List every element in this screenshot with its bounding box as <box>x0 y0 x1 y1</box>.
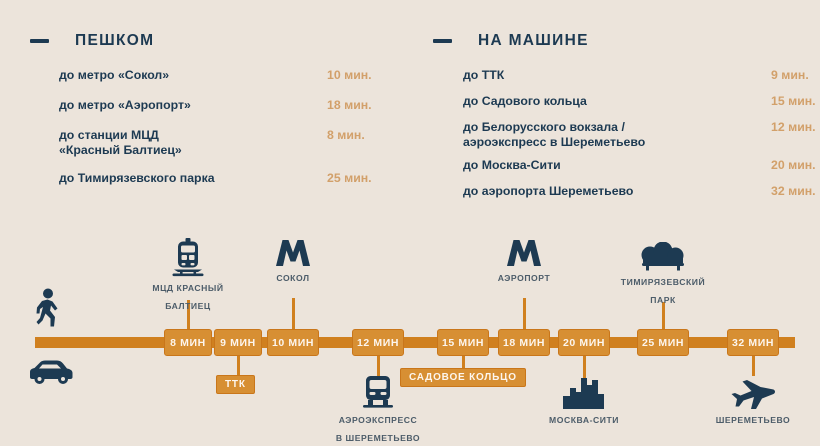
time-chip: 25 МИН <box>637 329 689 356</box>
car-destination-label: до Белорусского вокзала / аэроэкспресс в… <box>463 120 646 149</box>
panel-walking-header: ПЕШКОМ <box>30 30 420 52</box>
pedestrian-icon <box>32 288 66 328</box>
aeroexpress-icon <box>323 374 433 410</box>
timeline: 8 МИН 9 МИН 10 МИН 12 МИН 15 МИН 18 МИН … <box>0 230 820 443</box>
time-chip: 32 МИН <box>727 329 779 356</box>
station-stem <box>187 300 190 332</box>
panel-walking: ПЕШКОМ до метро «Сокол» 10 мин. до метро… <box>30 30 420 201</box>
car-destination-label: до Москва-Сити <box>463 158 561 172</box>
dash-icon <box>30 39 49 43</box>
walk-destination-label: до метро «Сокол» <box>59 68 170 82</box>
station-moskva-city: МОСКВА-СИТИ <box>534 376 634 428</box>
station-mcd-krasny-baltiets: МЦД КРАСНЫЙ БАЛТИЕЦ <box>133 238 243 314</box>
station-stem <box>752 354 755 376</box>
car-duration-value: 12 мин. <box>771 120 816 134</box>
car-destination-label: до Садового кольца <box>463 94 587 108</box>
station-sheremetyevo-airport: ШЕРЕМЕТЬЕВО <box>703 376 803 428</box>
station-label: АЭРОПОРТ <box>497 273 551 283</box>
station-stem <box>662 302 665 332</box>
car-icon <box>26 358 76 386</box>
station-stem <box>292 298 295 332</box>
walk-duration-value: 25 мин. <box>327 171 372 185</box>
station-label: СОКОЛ <box>276 273 310 283</box>
time-chip: 10 МИН <box>267 329 319 356</box>
tag-ttk: ТТК <box>216 375 255 394</box>
dash-icon <box>433 39 452 43</box>
airplane-icon <box>703 376 803 410</box>
walk-duration-value: 18 мин. <box>327 98 372 112</box>
metro-m-icon <box>248 238 338 268</box>
panel-car-title: НА МАШИНЕ <box>478 32 589 49</box>
time-chip: 12 МИН <box>352 329 404 356</box>
station-label: МЦД КРАСНЫЙ БАЛТИЕЦ <box>152 283 224 311</box>
car-duration-value: 9 мин. <box>771 68 809 82</box>
car-duration-value: 15 мин. <box>771 94 816 108</box>
list-item: до метро «Сокол» 10 мин. <box>59 68 420 92</box>
car-duration-value: 20 мин. <box>771 158 816 172</box>
station-stem <box>237 354 240 376</box>
station-stem <box>523 298 526 332</box>
station-timiryazevsky-park: ТИМИРЯЗЕВСКИЙ ПАРК <box>608 242 718 308</box>
panel-car-rows: до ТТК 9 мин. до Садового кольца 15 мин.… <box>433 68 816 204</box>
station-sokol: СОКОЛ <box>248 238 338 286</box>
train-icon <box>133 238 243 278</box>
station-stem <box>583 354 586 378</box>
metro-m-icon <box>479 238 569 268</box>
timeline-bar <box>35 337 795 348</box>
list-item: до Москва-Сити 20 мин. <box>463 158 816 178</box>
info-panels: ПЕШКОМ до метро «Сокол» 10 мин. до метро… <box>0 0 820 215</box>
walk-destination-label: до станции МЦД «Красный Балтиец» <box>59 128 182 157</box>
car-destination-label: до аэропорта Шереметьево <box>463 184 634 198</box>
station-label: АЭРОЭКСПРЕСС В ШЕРЕМЕТЬЕВО <box>335 415 421 443</box>
walk-duration-value: 10 мин. <box>327 68 372 82</box>
list-item: до ТТК 9 мин. <box>463 68 813 88</box>
station-label: ТИМИРЯЗЕВСКИЙ ПАРК <box>620 277 706 305</box>
panel-walking-rows: до метро «Сокол» 10 мин. до метро «Аэроп… <box>30 68 420 195</box>
list-item: до Белорусского вокзала / аэроэкспресс в… <box>463 120 816 152</box>
list-item: до Садового кольца 15 мин. <box>463 94 816 114</box>
time-chip: 18 МИН <box>498 329 550 356</box>
car-destination-label: до ТТК <box>463 68 505 82</box>
panel-car-header: НА МАШИНЕ <box>433 30 813 52</box>
time-chip: 9 МИН <box>214 329 262 356</box>
walk-destination-label: до метро «Аэропорт» <box>59 98 191 112</box>
time-chip: 8 МИН <box>164 329 212 356</box>
list-item: до аэропорта Шереметьево 32 мин. <box>463 184 816 204</box>
station-stem <box>462 354 465 371</box>
station-stem <box>377 354 380 376</box>
time-chip: 20 МИН <box>558 329 610 356</box>
list-item: до Тимирязевского парка 25 мин. <box>59 171 420 195</box>
tag-sadovoe-koltso: САДОВОЕ КОЛЬЦО <box>400 368 526 387</box>
station-label: МОСКВА-СИТИ <box>549 415 619 425</box>
car-duration-value: 32 мин. <box>771 184 816 198</box>
panel-walking-title: ПЕШКОМ <box>75 32 155 49</box>
time-chip: 15 МИН <box>437 329 489 356</box>
list-item: до метро «Аэропорт» 18 мин. <box>59 98 420 122</box>
walk-destination-label: до Тимирязевского парка <box>59 171 215 185</box>
panel-car: НА МАШИНЕ до ТТК 9 мин. до Садового коль… <box>433 30 816 210</box>
tree-icon <box>608 242 718 272</box>
station-label: ШЕРЕМЕТЬЕВО <box>715 415 791 425</box>
walk-duration-value: 8 мин. <box>327 128 365 142</box>
station-aeroexpress-sheremetyevo: АЭРОЭКСПРЕСС В ШЕРЕМЕТЬЕВО <box>323 374 433 446</box>
station-aeroport: АЭРОПОРТ <box>479 238 569 286</box>
skyline-icon <box>534 376 634 410</box>
list-item: до станции МЦД «Красный Балтиец» 8 мин. <box>59 128 420 165</box>
